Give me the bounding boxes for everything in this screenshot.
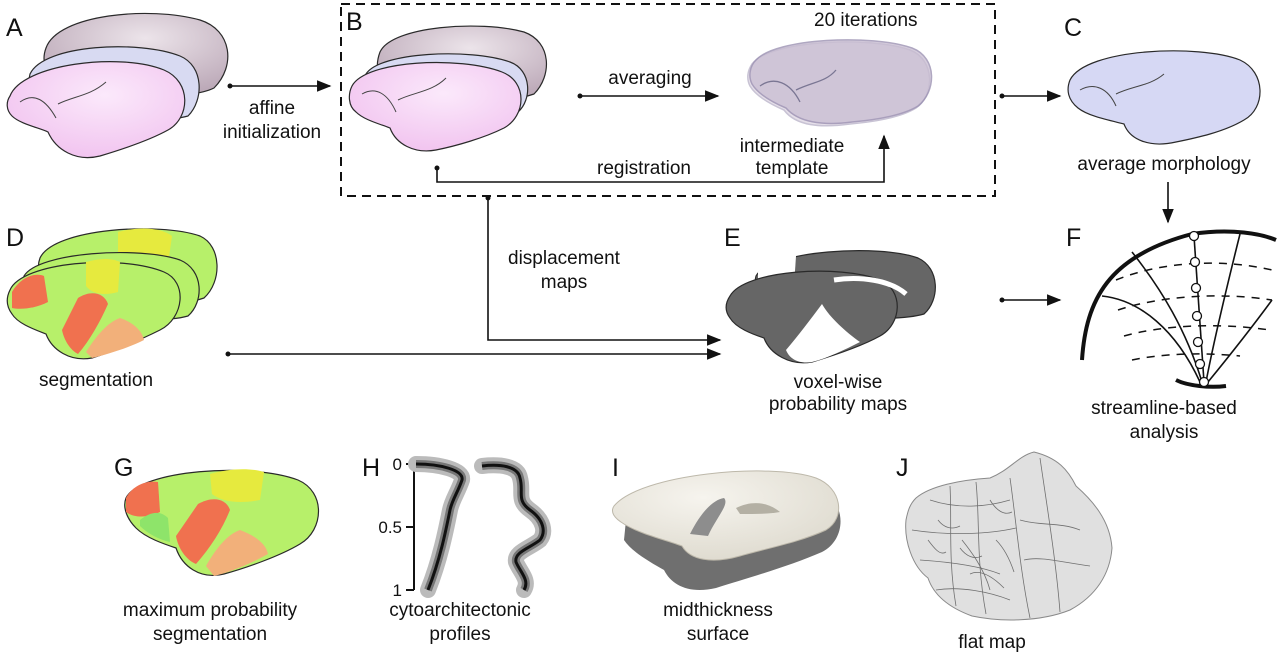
panel-j: J flat map bbox=[896, 451, 1113, 653]
segmentation-caption: segmentation bbox=[39, 370, 153, 391]
max-prob-orange bbox=[206, 530, 268, 576]
max-prob-green-dark bbox=[140, 512, 170, 542]
panel-label-f: F bbox=[1066, 224, 1081, 252]
average-morphology-caption: average morphology bbox=[1077, 154, 1251, 175]
max-prob-red-front bbox=[126, 481, 160, 517]
panel-label-d: D bbox=[6, 224, 24, 252]
prob-white-region bbox=[786, 304, 860, 363]
panel-e: E voxel-wise probability maps bbox=[724, 224, 1062, 415]
tick-0: 0 bbox=[393, 455, 402, 474]
profile-1-band bbox=[408, 456, 470, 598]
streamline-4 bbox=[1205, 233, 1241, 383]
midthickness-caption-1: midthickness bbox=[663, 600, 773, 621]
iteration-box bbox=[340, 3, 996, 197]
max-prob-caption-1: maximum probability bbox=[123, 600, 298, 621]
streamline-outer-surface bbox=[1080, 229, 1277, 361]
template-caption-2: template bbox=[756, 158, 829, 179]
max-prob-red-band bbox=[176, 499, 230, 564]
affine-caption-2: initialization bbox=[223, 122, 321, 143]
prob-gap bbox=[833, 276, 908, 296]
streamline-5 bbox=[1207, 299, 1273, 383]
seg-yellow bbox=[86, 259, 120, 294]
streamline-caption-1: streamline-based bbox=[1091, 398, 1237, 419]
seg-red-front bbox=[12, 274, 48, 309]
seg-orange bbox=[86, 318, 144, 358]
panel-label-b: B bbox=[346, 8, 363, 36]
tick-1: 1 bbox=[393, 581, 402, 600]
profile-2-band bbox=[474, 457, 552, 598]
streamline-2 bbox=[1131, 251, 1203, 383]
panel-b: B 20 iterations averaging intermediate t… bbox=[340, 3, 996, 197]
panel-label-h: H bbox=[362, 454, 380, 482]
averaging-label: averaging bbox=[608, 68, 691, 89]
sulcus-c1 bbox=[1079, 86, 1117, 107]
sulcus-b2 bbox=[397, 77, 447, 101]
sulcus-a1 bbox=[19, 97, 57, 119]
flat-map-outline bbox=[905, 451, 1113, 621]
panel-label-j: J bbox=[896, 454, 909, 482]
panel-i: I midthickness surface bbox=[611, 454, 841, 645]
average-morphology-brain bbox=[1067, 50, 1261, 145]
profiles-caption-1: cytoarchitectonic bbox=[389, 600, 531, 621]
midthickness-surface bbox=[611, 470, 840, 561]
midthickness-sulcus bbox=[690, 498, 726, 536]
streamline-sample-points bbox=[1188, 230, 1210, 388]
sulcus-c2 bbox=[1115, 73, 1165, 95]
arrow-registration bbox=[436, 134, 890, 183]
seg-red-band bbox=[62, 293, 108, 354]
panel-label-c: C bbox=[1064, 14, 1082, 42]
iterations-label: 20 iterations bbox=[814, 10, 918, 31]
panel-label-a: A bbox=[6, 14, 23, 42]
streamline-caption-2: analysis bbox=[1130, 422, 1199, 443]
profiles-caption-2: profiles bbox=[429, 624, 490, 645]
affine-caption-1: affine bbox=[249, 98, 295, 119]
panel-label-i: I bbox=[612, 454, 619, 482]
panel-a: A affine initialization bbox=[6, 12, 332, 159]
profile-1-line bbox=[415, 462, 464, 591]
displacement-caption-1: displacement bbox=[508, 248, 621, 269]
displacement-caption-2: maps bbox=[541, 272, 587, 293]
panel-f: F streamline-based analysis bbox=[1066, 224, 1277, 443]
streamline-1 bbox=[1101, 295, 1201, 383]
panel-h: H 0 0.5 1 cytoarchitectonic profiles bbox=[362, 454, 552, 645]
panel-d: D segmentation displacement maps bbox=[6, 195, 722, 391]
panel-label-g: G bbox=[114, 454, 133, 482]
profile-2-line bbox=[481, 463, 545, 591]
max-prob-caption-2: segmentation bbox=[153, 624, 267, 645]
panel-label-e: E bbox=[724, 224, 741, 252]
max-prob-yellow bbox=[210, 469, 264, 502]
streamline-inner-surface bbox=[1175, 378, 1227, 389]
midthickness-caption-2: surface bbox=[687, 624, 749, 645]
panel-c: C average morphology bbox=[1064, 14, 1261, 224]
brain-b-pink bbox=[348, 61, 522, 152]
sulcus-b1 bbox=[361, 90, 397, 113]
sulcus-a2 bbox=[57, 81, 107, 105]
template-caption-1: intermediate bbox=[740, 136, 845, 157]
brain-front-pink bbox=[6, 61, 186, 159]
layer-isolines bbox=[1115, 262, 1273, 361]
flat-map-caption: flat map bbox=[958, 632, 1026, 653]
flat-map-areas bbox=[911, 457, 1091, 619]
voxel-caption-2: probability maps bbox=[769, 394, 907, 415]
registration-label: registration bbox=[597, 158, 691, 179]
voxel-caption-1: voxel-wise bbox=[794, 372, 883, 393]
intermediate-template bbox=[747, 39, 933, 127]
panel-g: G maximum probability segmentation bbox=[114, 454, 320, 645]
tick-0-5: 0.5 bbox=[378, 518, 402, 537]
arrow-displacement-maps bbox=[487, 198, 722, 346]
